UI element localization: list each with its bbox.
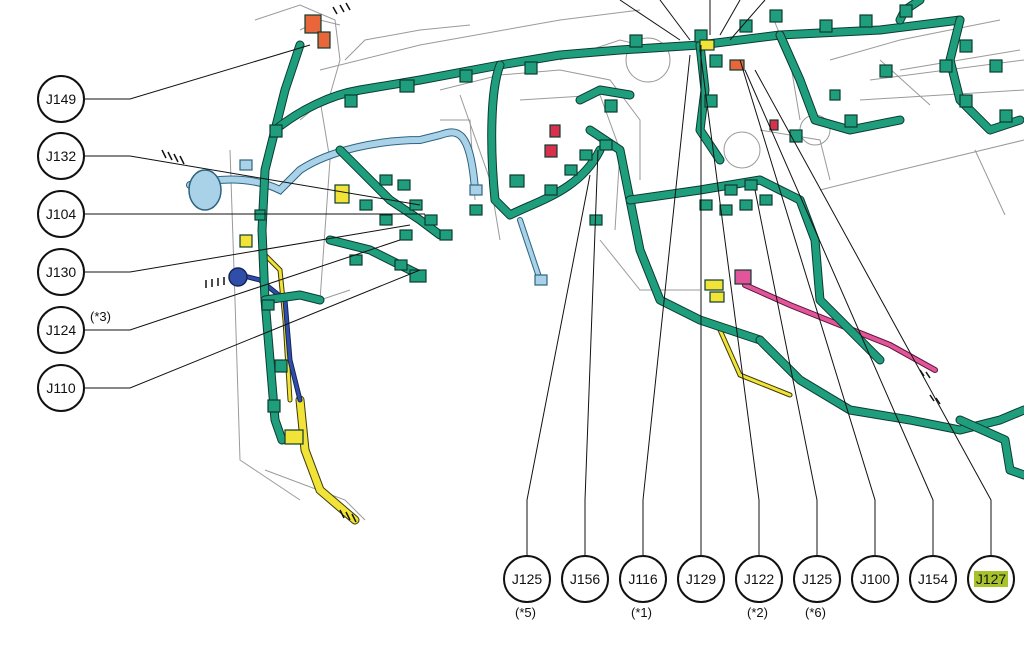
main-green-harness <box>257 0 1024 480</box>
callout-label: J154 <box>917 571 949 587</box>
callout-label: J122 <box>743 571 775 587</box>
callout-note-j125-b: (*6) <box>805 605 826 620</box>
callout-label: J110 <box>46 380 76 396</box>
callout-note-j116: (*1) <box>631 605 652 620</box>
callout-j127[interactable]: J127 <box>967 555 1015 603</box>
dashboard-line-art <box>229 4 1024 521</box>
strap-marks <box>161 2 941 523</box>
callout-label: J130 <box>45 264 77 280</box>
callout-label: J127 <box>973 571 1009 587</box>
callout-j125-b[interactable]: J125 <box>793 555 841 603</box>
callout-j125-a[interactable]: J125 <box>503 555 551 603</box>
callout-j156[interactable]: J156 <box>561 555 609 603</box>
callout-note-j122: (*2) <box>747 605 768 620</box>
callout-note-j125-a: (*5) <box>515 605 536 620</box>
callout-label: J125 <box>511 571 543 587</box>
callout-label: J149 <box>45 91 77 107</box>
callout-j100[interactable]: J100 <box>851 555 899 603</box>
callout-label: J129 <box>685 571 717 587</box>
callout-j129[interactable]: J129 <box>677 555 725 603</box>
callout-label: J116 <box>628 571 658 587</box>
callout-label: J124 <box>45 322 77 338</box>
connectors <box>239 4 1013 445</box>
callout-j132[interactable]: J132 <box>37 132 85 180</box>
callout-label: J156 <box>569 571 601 587</box>
callout-label: J132 <box>45 148 77 164</box>
callout-j149[interactable]: J149 <box>37 75 85 123</box>
callout-j104[interactable]: J104 <box>37 190 85 238</box>
leader-lines <box>83 0 992 555</box>
callout-label: J100 <box>859 571 891 587</box>
callout-label: J104 <box>45 206 77 222</box>
callout-j116[interactable]: J116 <box>619 555 667 603</box>
callout-j154[interactable]: J154 <box>909 555 957 603</box>
callout-j110[interactable]: J110 <box>37 364 85 412</box>
callout-label: J125 <box>801 571 833 587</box>
callout-j124[interactable]: J124 <box>37 306 85 354</box>
light-blue-harness <box>186 128 543 283</box>
callout-j130[interactable]: J130 <box>37 248 85 296</box>
callout-note-j124: (*3) <box>90 309 111 324</box>
callout-j122[interactable]: J122 <box>735 555 783 603</box>
